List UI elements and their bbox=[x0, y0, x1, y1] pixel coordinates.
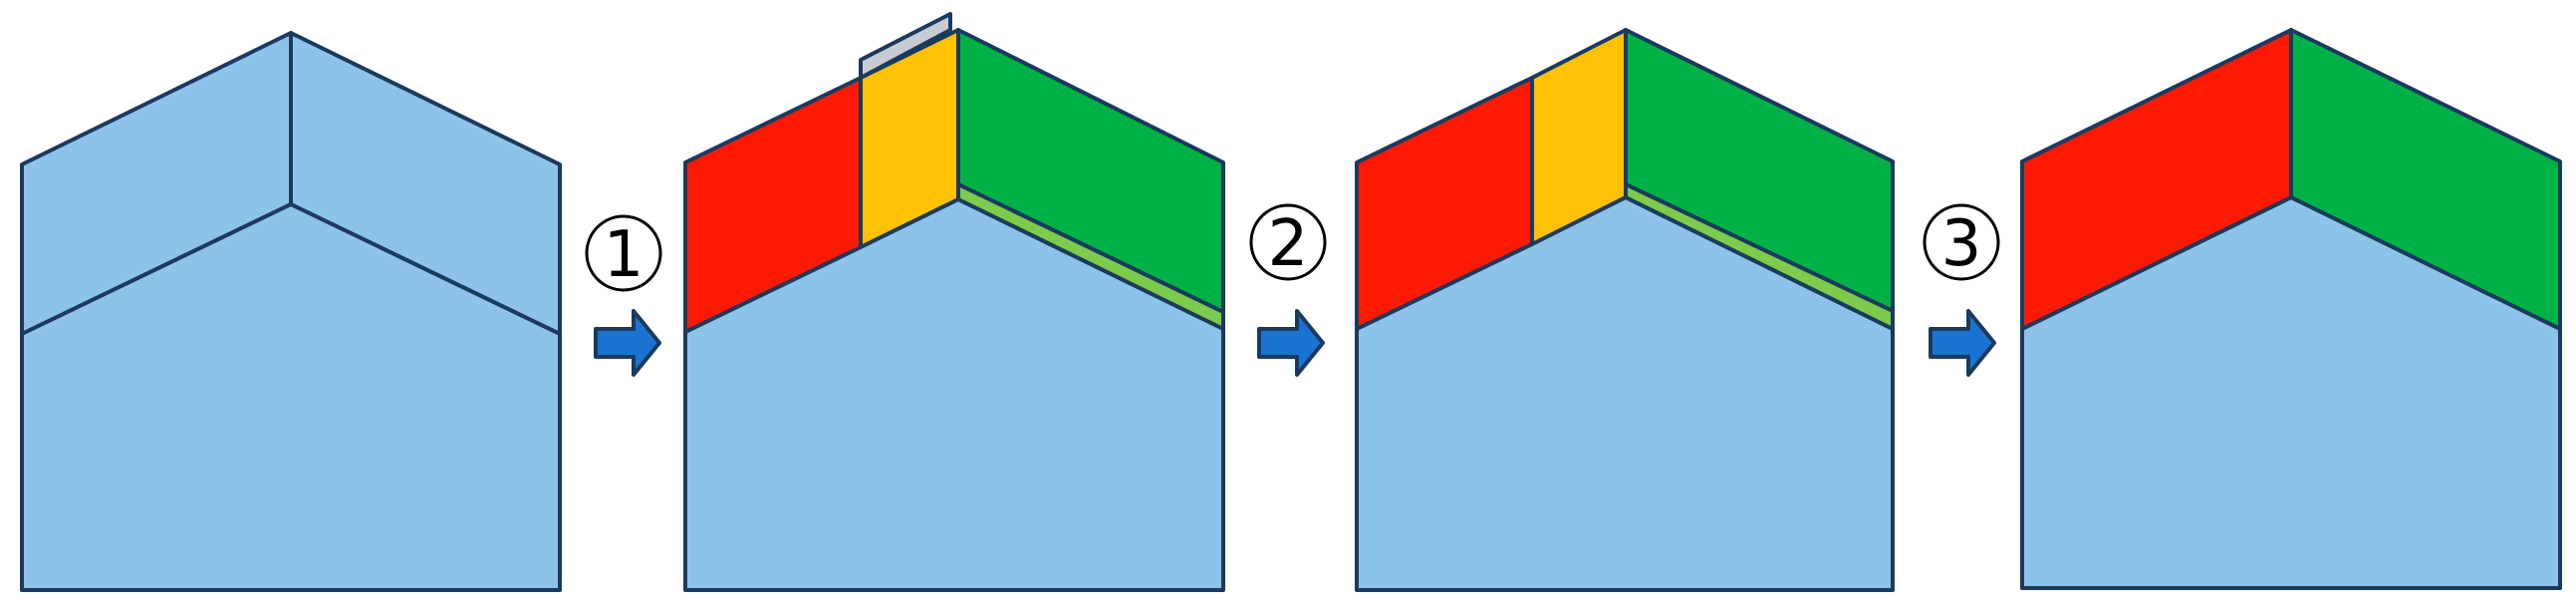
gray-cap-strip bbox=[859, 12, 952, 80]
green-right-panel bbox=[2289, 28, 2562, 331]
step-3-marker: 3 bbox=[1923, 203, 2000, 377]
panel-initial bbox=[20, 31, 562, 592]
lower-body bbox=[20, 202, 562, 592]
step-3-label: 3 bbox=[1941, 207, 1982, 281]
circled-number-icon bbox=[1249, 203, 1327, 281]
step-2-label: 2 bbox=[1268, 207, 1309, 281]
step-2-marker: 2 bbox=[1249, 203, 1327, 377]
right-arrow-icon bbox=[1257, 309, 1325, 377]
panel-step-2 bbox=[1355, 28, 1895, 592]
circled-number-icon bbox=[585, 214, 662, 292]
right-arrow-icon bbox=[594, 309, 661, 377]
light-green-strip bbox=[956, 182, 1225, 331]
right-arrow-icon bbox=[1929, 309, 1996, 377]
light-green-strip bbox=[1624, 182, 1895, 331]
step-1-label: 1 bbox=[604, 218, 644, 292]
panel-final bbox=[2020, 28, 2562, 590]
step-1-marker: 1 bbox=[585, 214, 662, 377]
circled-number-icon bbox=[1923, 203, 2000, 281]
panel-step-1 bbox=[683, 12, 1225, 592]
